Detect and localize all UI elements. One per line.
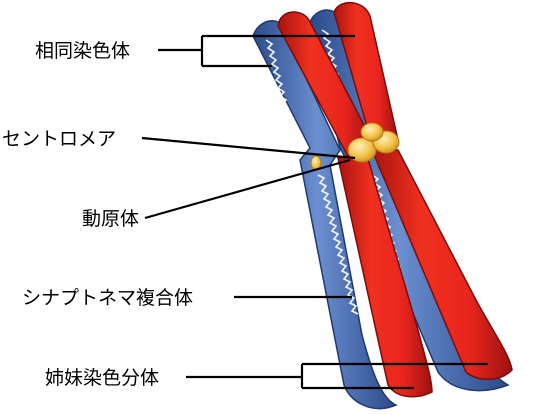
centromere-kinetochores [310,122,400,171]
leader-homologous [158,34,355,68]
leader-lines [141,34,488,390]
synaptonemal-squiggle [265,39,293,125]
label-centromere: セントロメア [2,128,116,150]
red-chromatid-upper-right [333,2,399,160]
labels: 相同染色体 セントロメア 動原体 シナプトネマ複合体 姉妹染色分体 [2,40,193,389]
label-homologous-chromosomes: 相同染色体 [35,40,130,62]
synaptonemal-squiggle [317,174,359,315]
label-synaptonemal-complex: シナプトネマ複合体 [22,287,193,309]
red-chromatid-upper-left [277,11,373,162]
leader-kinetochore [144,158,351,220]
leader-centromere [141,136,356,160]
kinetochore-blob [347,137,377,163]
label-sister-chromatids: 姉妹染色分体 [45,367,159,389]
red-chromatid-lower-left [337,151,433,398]
red-chromatid-lower-right [370,149,513,380]
red-homolog [277,2,513,398]
label-kinetochore: 動原体 [82,208,139,230]
kinetochore-blob [360,122,384,142]
leader-sister-chromatids [186,362,488,390]
